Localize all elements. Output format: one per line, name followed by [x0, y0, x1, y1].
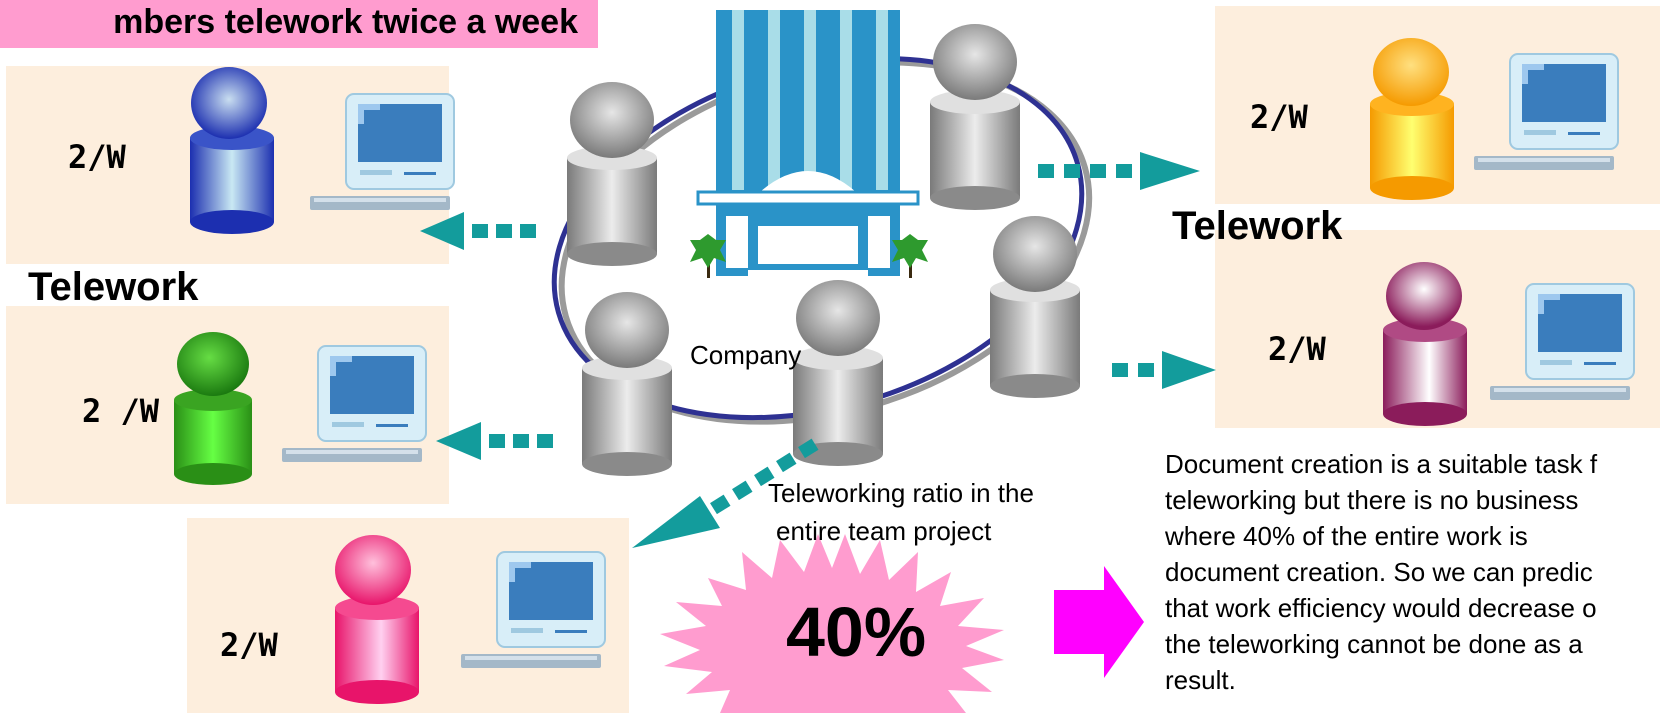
person-icon [793, 280, 883, 466]
arrow-icon [436, 422, 553, 460]
page-title: mbers telework twice a week [113, 3, 578, 41]
person-icon [582, 292, 672, 476]
arrow-icon [1038, 152, 1200, 190]
arrow-icon [1112, 351, 1216, 389]
person-icon [190, 67, 274, 234]
telework-label: Telework [1172, 204, 1343, 248]
starburst-icon [660, 534, 1004, 713]
person-icon [1370, 38, 1454, 200]
arrow-icon [632, 438, 819, 548]
building-icon [696, 10, 920, 276]
title-banner: mbers telework twice a week [0, 0, 598, 48]
frequency-label: 2 /W [82, 392, 160, 430]
frequency-label: 2/W [220, 626, 278, 664]
person-icon [1383, 262, 1467, 426]
ratio-caption: entire team project [776, 516, 992, 546]
arrow-icon [1054, 566, 1144, 678]
person-icon [567, 82, 657, 266]
frequency-label: 2/W [1268, 330, 1326, 368]
ratio-caption: Teleworking ratio in the [768, 478, 1034, 508]
note-text: Document creation is a suitable task f t… [1165, 449, 1598, 695]
arrow-icon [420, 212, 536, 250]
telework-label: Telework [28, 265, 199, 309]
tree-icon [892, 234, 928, 278]
company-label: Company [690, 340, 802, 370]
person-icon [930, 24, 1020, 210]
frequency-label: 2/W [1250, 98, 1308, 136]
person-icon [335, 535, 419, 704]
person-icon [174, 332, 252, 485]
frequency-label: 2/W [68, 138, 126, 176]
person-icon [990, 216, 1080, 398]
ratio-value: 40% [786, 593, 927, 671]
tree-icon [690, 234, 726, 278]
